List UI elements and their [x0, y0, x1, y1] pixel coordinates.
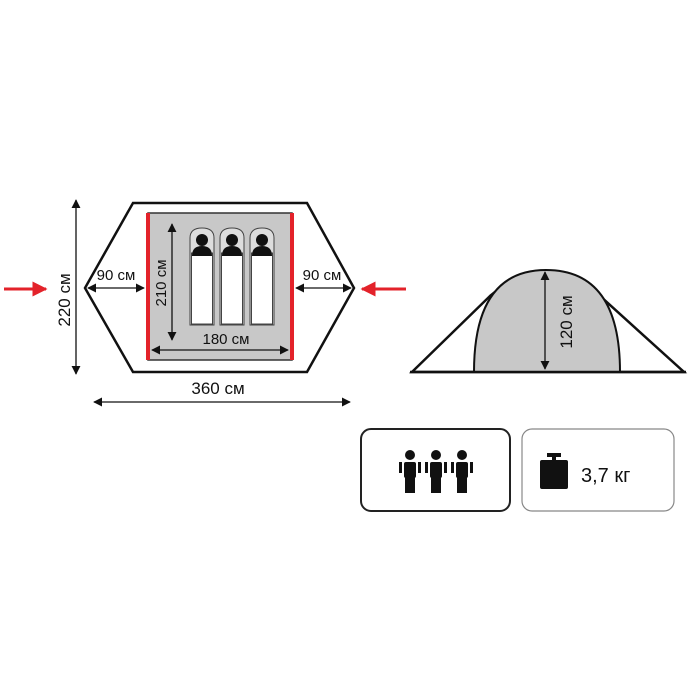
person-head-icon — [256, 234, 268, 246]
depth-label: 220 см — [55, 273, 74, 326]
vestibule-right-label: 90 см — [303, 267, 342, 284]
inner-width-label: 180 см — [202, 331, 249, 348]
door-right-red — [290, 213, 294, 360]
person-head-icon — [196, 234, 208, 246]
person-head-icon — [226, 234, 238, 246]
sleeping-bags — [189, 227, 275, 326]
three-people-icon — [399, 450, 473, 493]
door-left-red — [146, 213, 150, 360]
width-label: 360 см — [191, 379, 244, 398]
inner-tent-dome — [472, 268, 622, 373]
inner-length-label: 210 см — [153, 259, 170, 306]
sleeping-bag — [219, 227, 245, 326]
weight-icon — [540, 453, 568, 489]
top-view: 210 см 180 см 90 см 90 см 220 см 360 см — [4, 199, 406, 407]
sleeping-bag — [189, 227, 215, 326]
capacity-box — [360, 428, 511, 512]
weight-label: 3,7 кг — [581, 465, 630, 487]
sleeping-bag — [249, 227, 275, 326]
height-label: 120 см — [557, 295, 576, 348]
vestibule-left-label: 90 см — [97, 267, 136, 284]
weight-box: 3,7 кг — [521, 428, 675, 512]
side-view: 120 см — [408, 268, 688, 374]
